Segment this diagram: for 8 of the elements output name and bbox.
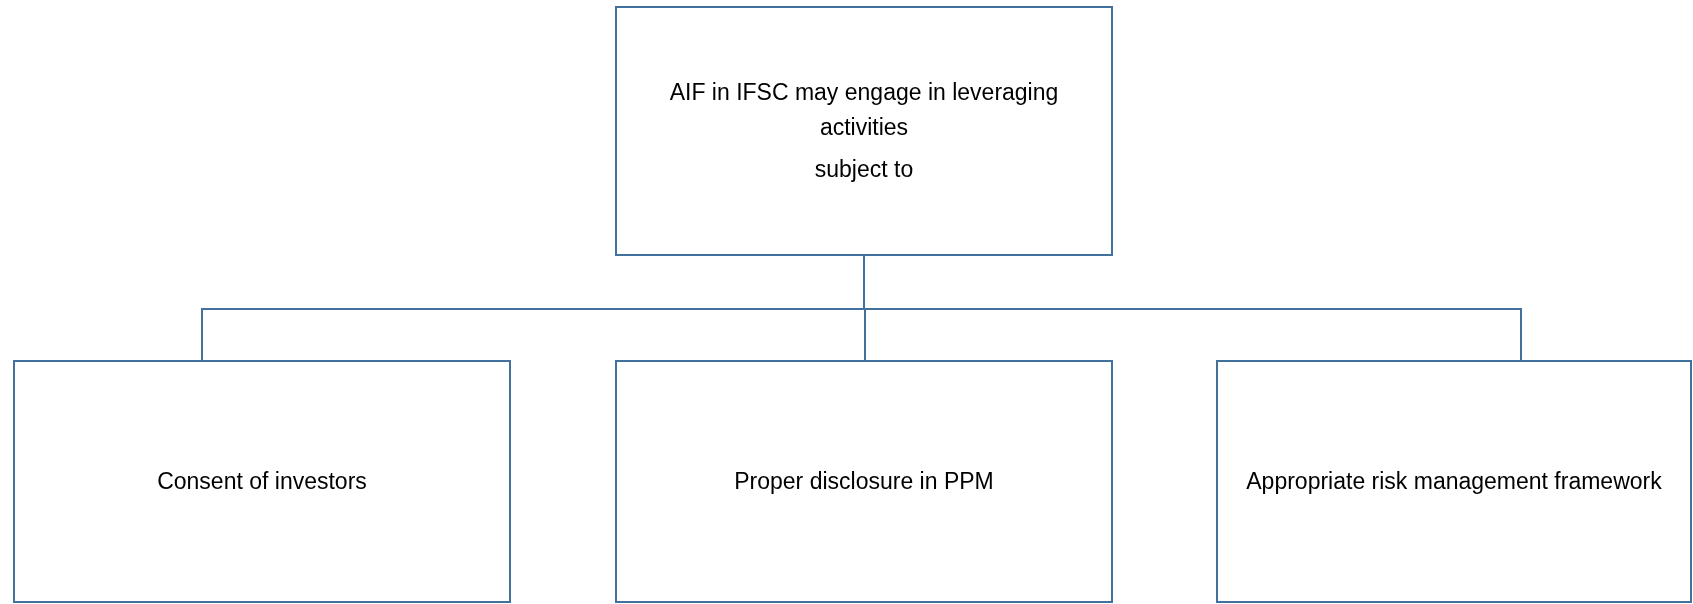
- box-text: Consent of investors: [157, 467, 367, 497]
- box-text: Proper disclosure in PPM: [734, 467, 994, 497]
- box-text: Appropriate risk management framework: [1246, 467, 1662, 497]
- text-box: [615, 6, 1113, 256]
- text-box: [615, 360, 1113, 603]
- box-subtext: subject to: [814, 155, 914, 185]
- text-box: [13, 360, 511, 603]
- text-box: [1216, 360, 1692, 603]
